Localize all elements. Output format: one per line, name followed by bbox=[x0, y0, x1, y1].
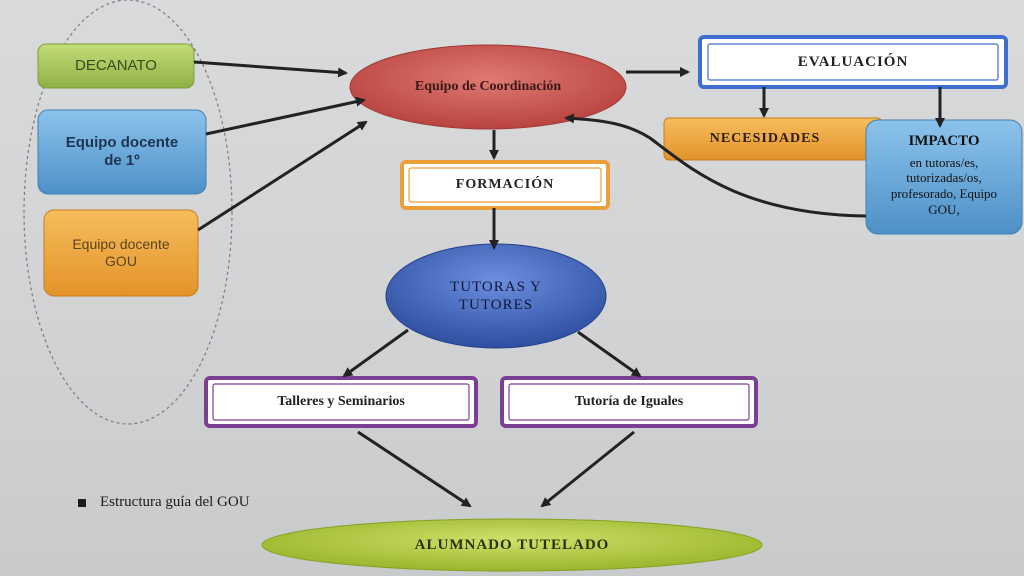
decanato-label: DECANATO bbox=[75, 57, 157, 74]
alumnado-label: ALUMNADO TUTELADO bbox=[414, 537, 610, 553]
impacto-title: IMPACTO bbox=[908, 133, 980, 149]
coordinacion-label: Equipo de Coordinación bbox=[414, 78, 562, 94]
talleres-box bbox=[204, 376, 478, 428]
iguales-box-inner bbox=[508, 383, 750, 421]
equipo-1-label: Equipo docente de 1º bbox=[65, 134, 179, 169]
equipo-1-box bbox=[37, 109, 207, 195]
formacion-label: FORMACIÓN bbox=[455, 176, 555, 192]
arrow-impacto-coordinacion bbox=[564, 113, 867, 218]
group-ellipse bbox=[23, 0, 233, 425]
iguales-label: Tutoría de Iguales bbox=[574, 393, 684, 409]
equipo-gou-label: Equipo docente GOU bbox=[72, 236, 170, 269]
alumnado-ellipse bbox=[261, 518, 763, 572]
arrow-talleres-alumnado bbox=[357, 430, 472, 508]
talleres-label: Talleres y Seminarios bbox=[277, 393, 405, 409]
evaluacion-box-inner bbox=[707, 43, 999, 81]
evaluacion-label: EVALUACIÓN bbox=[797, 54, 909, 70]
arrow-gou-coordinacion bbox=[197, 120, 368, 232]
necesidades-label: NECESIDADES bbox=[709, 130, 821, 146]
formacion-box-inner bbox=[408, 167, 602, 203]
evaluacion-box bbox=[698, 35, 1008, 89]
arrow-equipo1-coordinacion bbox=[205, 96, 366, 136]
talleres-box-inner bbox=[212, 383, 470, 421]
arrow-iguales-alumnado bbox=[540, 430, 635, 508]
arrow-decanato-coordinacion bbox=[193, 60, 348, 78]
coordinacion-ellipse bbox=[349, 44, 627, 130]
decanato-box bbox=[37, 43, 195, 89]
caption-text: Estructura guía del GOU bbox=[100, 494, 250, 510]
arrow-tutores-talleres bbox=[342, 328, 409, 378]
figure-caption: Estructura guía del GOU bbox=[78, 494, 250, 511]
arrow-tutores-iguales bbox=[577, 330, 642, 378]
equipo-gou-box bbox=[43, 209, 199, 297]
tutores-label: TUTORAS Y TUTORES bbox=[450, 279, 542, 313]
bullet-icon bbox=[78, 498, 86, 507]
iguales-box bbox=[500, 376, 758, 428]
formacion-box bbox=[400, 160, 610, 210]
impacto-detail: en tutoras/es, tutorizadas/os, profesora… bbox=[890, 154, 998, 217]
